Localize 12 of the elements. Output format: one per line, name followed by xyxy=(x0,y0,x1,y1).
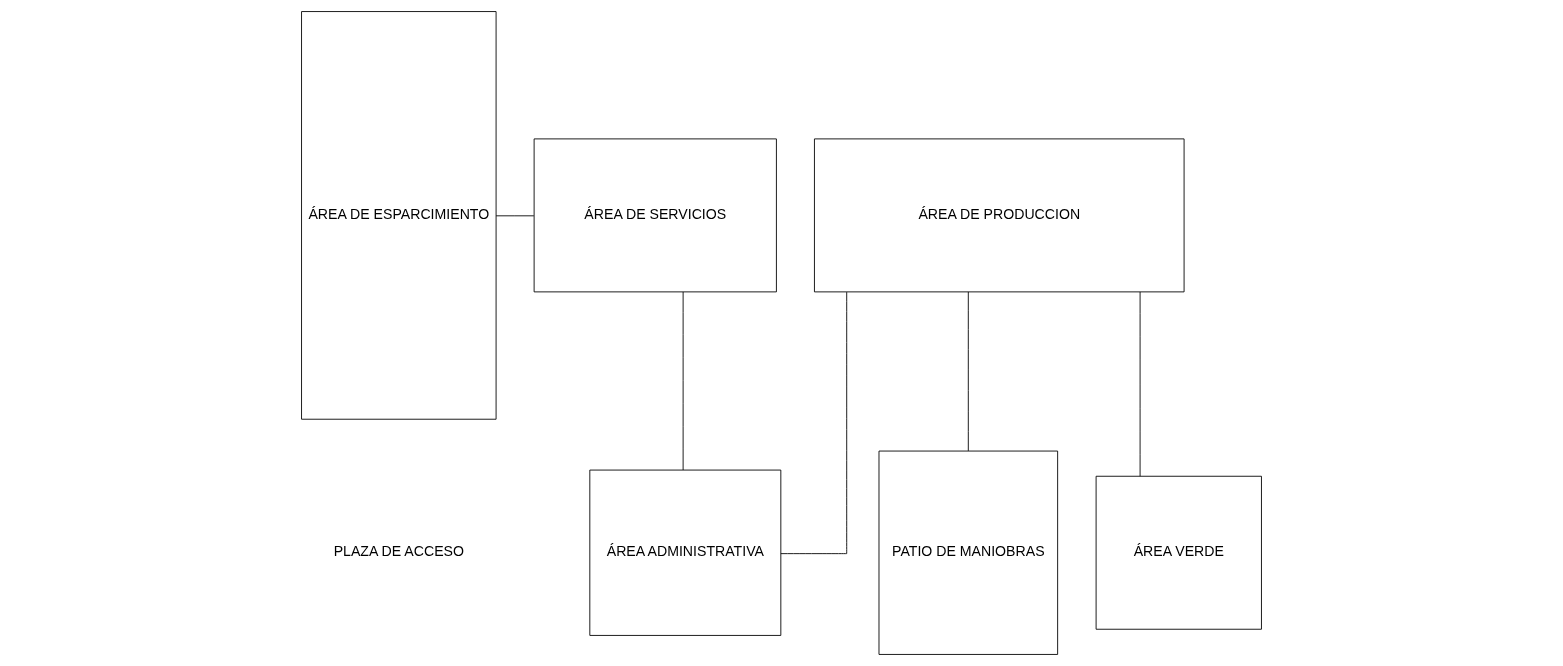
node-box: ÁREA DE SERVICIOS xyxy=(533,138,777,293)
connector xyxy=(967,291,969,452)
connector xyxy=(780,291,848,555)
label: PLAZA DE ACCESO xyxy=(333,543,464,560)
connector xyxy=(682,291,684,471)
node-box: PATIO DE MANIOBRAS xyxy=(878,450,1059,655)
node-box: ÁREA VERDE xyxy=(1095,475,1262,630)
node-box: ÁREA ADMINISTRATIVA xyxy=(589,469,782,636)
connector xyxy=(1139,291,1141,477)
node-box: ÁREA DE ESPARCIMIENTO xyxy=(301,11,497,420)
connector xyxy=(495,215,535,217)
node-box: ÁREA DE PRODUCCION xyxy=(814,138,1185,293)
